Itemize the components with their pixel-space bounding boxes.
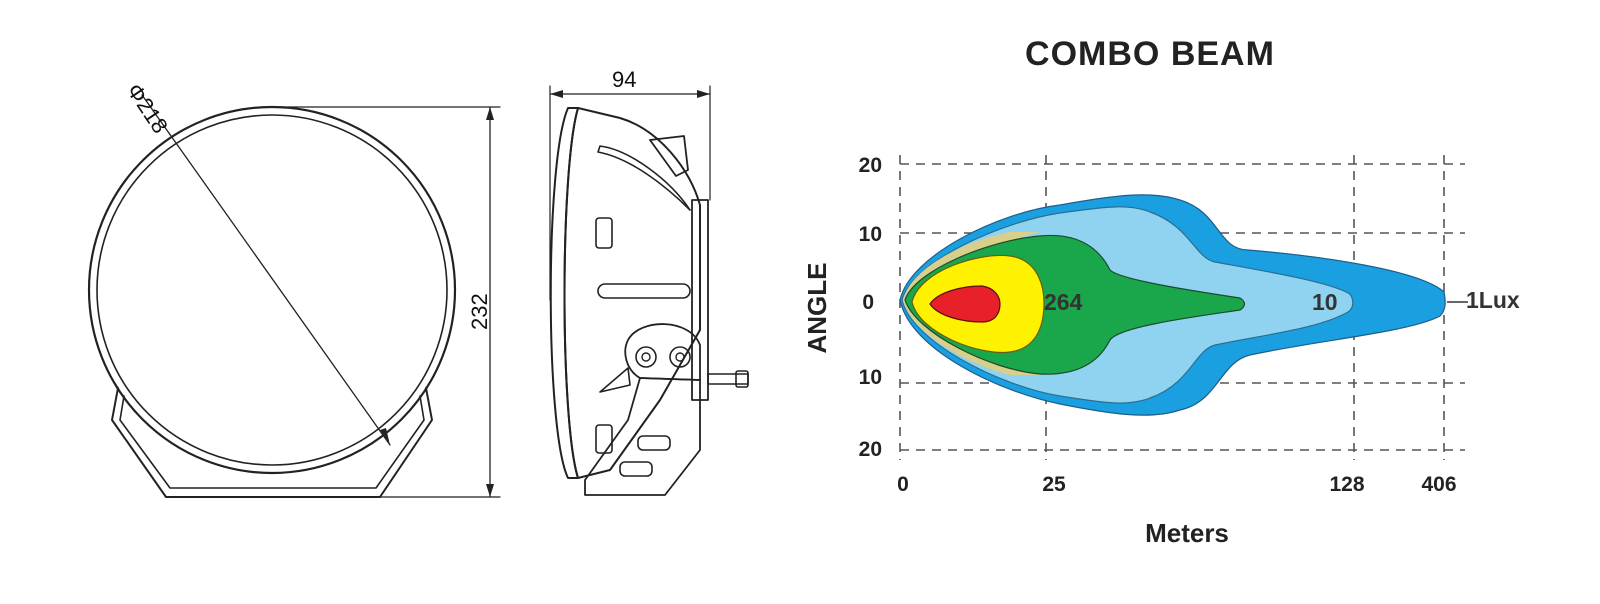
diameter-arrow [380, 428, 390, 445]
side-rear-cap [649, 135, 689, 177]
side-foot-slot-lower [619, 461, 653, 477]
y-tick-label: 20 [859, 438, 882, 461]
diameter-label: Φ218 [122, 79, 173, 138]
zone-label-1lux: 1Lux [1466, 287, 1520, 313]
chart-title: COMBO BEAM [1025, 35, 1275, 73]
y-tick-label: 10 [859, 223, 882, 246]
side-clip-arm [599, 367, 631, 393]
x-tick-label: 25 [1042, 473, 1066, 496]
side-pivot-bolt-right [669, 346, 691, 368]
side-foot-slot-upper [637, 435, 671, 451]
x-tick-label: 406 [1421, 473, 1456, 496]
zone-label-264: 264 [1044, 289, 1083, 315]
front-outer-ring [87, 105, 457, 475]
side-view-drawing: 94 [549, 67, 749, 496]
depth-label: 94 [612, 67, 636, 92]
side-pivot-bolt-left [635, 346, 657, 368]
depth-arrow-left [550, 90, 563, 98]
zone-label-10: 10 [1312, 289, 1338, 315]
front-view-drawing: Φ218 232 [87, 79, 501, 498]
side-middle-slot [597, 283, 691, 299]
x-tick-label: 128 [1329, 473, 1364, 496]
depth-arrow-right [697, 90, 710, 98]
y-axis-label: ANGLE [802, 263, 832, 354]
x-tick-label: 0 [897, 473, 909, 496]
side-cable [707, 373, 749, 385]
side-housing [563, 107, 701, 479]
side-window-upper [595, 217, 613, 249]
y-tick-label: 20 [859, 154, 882, 177]
diameter-dimension-line [141, 94, 391, 446]
side-top-groove [597, 145, 691, 211]
front-inner-ring [96, 114, 448, 466]
side-foot-bracket [584, 377, 701, 496]
y-tick-label: 0 [862, 291, 874, 314]
side-pivot-bolt-left-inner [641, 352, 651, 362]
x-axis-label: Meters [1145, 518, 1229, 548]
height-arrow-top [486, 107, 494, 120]
height-label: 232 [467, 293, 492, 330]
side-pivot-bracket [624, 323, 701, 381]
y-tick-label: 10 [859, 366, 882, 389]
side-cable-end [735, 370, 749, 388]
side-pivot-bolt-right-inner [675, 352, 685, 362]
front-bracket [111, 387, 433, 498]
front-bracket-inner [119, 395, 425, 489]
zone-red [929, 285, 1001, 323]
zone-tan [903, 232, 1040, 375]
beam-chart: COMBO BEAM 264 10 1Lux 20 10 0 10 20 [802, 35, 1520, 548]
height-arrow-bottom [486, 484, 494, 497]
side-window-lower [595, 424, 613, 454]
